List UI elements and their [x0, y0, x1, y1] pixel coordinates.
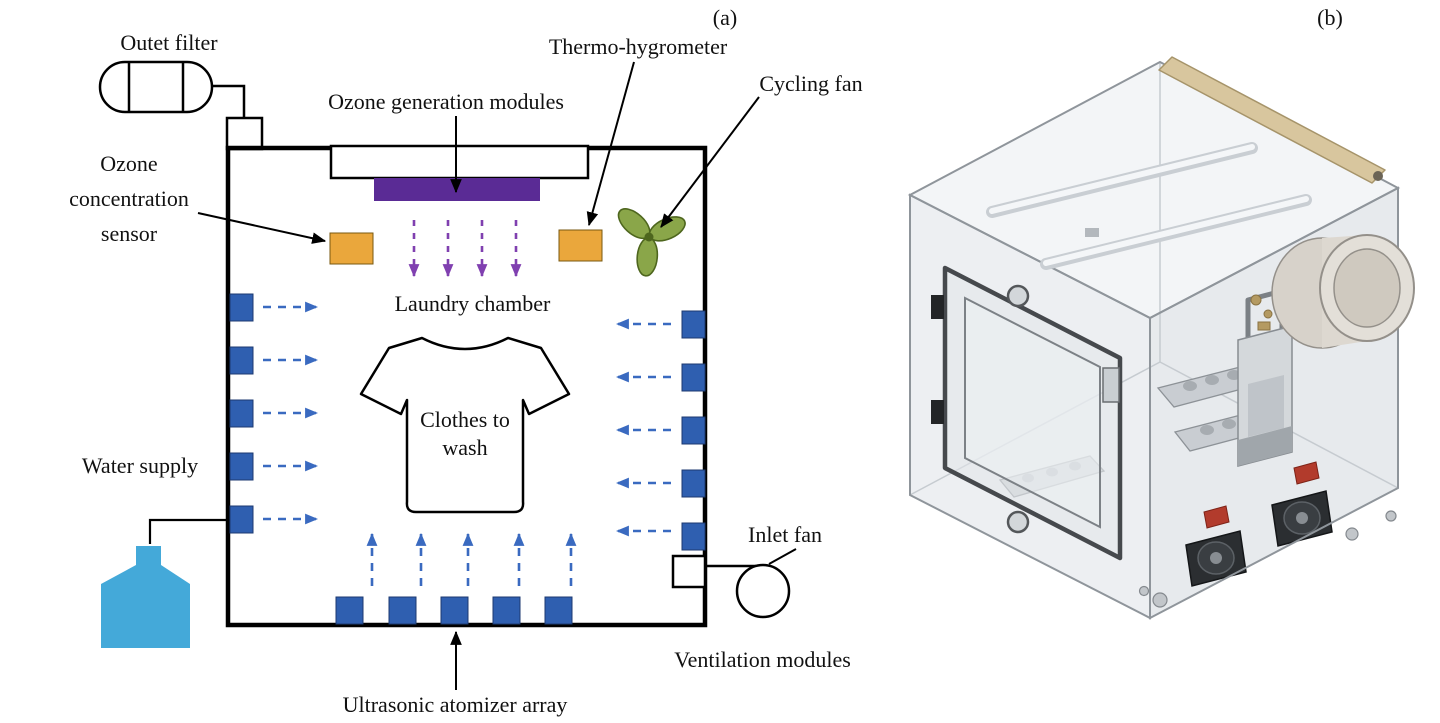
label-thermo-hygrometer: Thermo-hygrometer: [548, 34, 728, 59]
panel-a-schematic: [98, 60, 797, 690]
airflow-arrows-right: [615, 318, 671, 537]
label-outlet-filter: Outet filter: [120, 30, 218, 55]
ultrasonic-atomizer-blocks: [335, 596, 573, 625]
label-ozone-generation-modules: Ozone generation modules: [328, 89, 564, 114]
cycling-fan-icon: [617, 208, 686, 277]
tube-fittings: [1138, 510, 1397, 608]
cooling-fan: [1185, 530, 1247, 587]
top-handle: [1158, 56, 1386, 184]
panel-b-tag: (b): [1317, 5, 1343, 30]
ventilation-modules-left: [229, 293, 254, 534]
top-clip: [1085, 228, 1099, 237]
label-ventilation-modules: Ventilation modules: [674, 647, 851, 672]
door-clamp: [1102, 367, 1120, 403]
red-connectors: [1203, 461, 1320, 529]
inlet-fan-assembly: [671, 554, 791, 619]
ozone-generation-module: [329, 144, 590, 201]
leader-ozone-sensor: [197, 212, 327, 244]
inlet-fan-port: [671, 554, 707, 589]
panel-a-tag: (a): [712, 5, 738, 30]
ozone-sensor-block: [329, 232, 374, 265]
ventilation-modules-right: [681, 310, 706, 551]
leader-cycling-fan: [660, 96, 760, 228]
brass-fittings: [1250, 294, 1273, 331]
label-water-supply: Water supply: [81, 453, 199, 478]
door-window: [964, 296, 1101, 529]
label-laundry-chamber: Laundry chamber: [394, 291, 551, 316]
leader-inlet-fan: [768, 548, 797, 565]
label-ultrasonic-atomizer-array: Ultrasonic atomizer array: [342, 692, 568, 717]
water-tank: [101, 546, 190, 648]
outlet-filter-port: [225, 116, 264, 151]
label-ozone-concentration-sensor: Ozone concentration sensor: [69, 151, 189, 246]
cooling-fan: [1271, 490, 1333, 547]
cabinet-door: [931, 265, 1123, 561]
panel-b-render: [907, 56, 1415, 620]
airflow-arrows-left: [263, 301, 319, 525]
inlet-fan-blower: [735, 563, 791, 619]
door-hinge: [931, 295, 944, 319]
label-inlet-fan: Inlet fan: [748, 522, 822, 547]
door-latch: [1006, 510, 1030, 534]
label-clothes-to-wash: Clothes to wash: [420, 407, 510, 460]
label-cycling-fan: Cycling fan: [759, 71, 863, 96]
ozone-flow-arrows: [408, 220, 522, 278]
door-latch: [1006, 284, 1030, 308]
thermo-hygrometer-block: [558, 229, 603, 262]
outlet-filter-capsule: [98, 60, 214, 114]
label-leader-arrows: [197, 61, 797, 690]
door-hinge: [931, 400, 944, 424]
leader-thermo-hygrometer: [586, 61, 635, 227]
top-rails: [986, 142, 1312, 270]
airflow-arrows-bottom: [366, 532, 577, 586]
exhaust-cylinder: [1271, 234, 1415, 349]
outlet-filter-assembly: [98, 60, 264, 151]
water-supply-assembly: [101, 518, 228, 648]
pump-assembly: [1237, 288, 1293, 467]
tshirt-clothes: [359, 336, 571, 514]
